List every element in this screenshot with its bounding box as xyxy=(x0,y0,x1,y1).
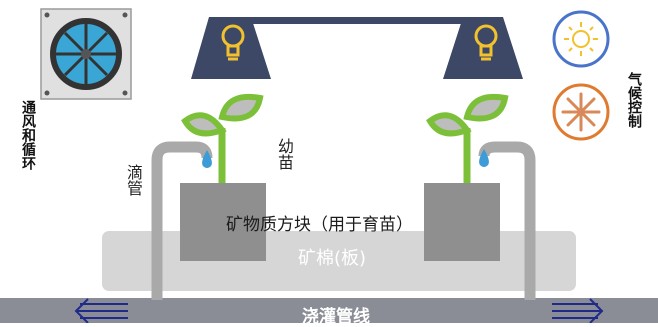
mineral-block-right xyxy=(424,183,500,261)
seedling-icon xyxy=(181,93,264,183)
irrigation-pipe-label: 浇灌管线 xyxy=(302,307,370,327)
grow-light-icon xyxy=(191,17,271,79)
climate-control-label: 气候控制 xyxy=(626,72,642,128)
fan-icon xyxy=(40,8,132,100)
mineral-block-label: 矿物质方块（用于育苗） xyxy=(226,215,413,235)
ventilation-label: 通风和循环 xyxy=(20,100,36,170)
water-drop-icon xyxy=(202,150,212,168)
light-bar xyxy=(235,17,497,24)
flow-arrow-icon xyxy=(552,298,604,323)
rockwool-slab-label: 矿棉(板) xyxy=(298,248,367,269)
flow-arrow-icon xyxy=(74,298,128,323)
drip-tube-label: 滴管 xyxy=(124,164,143,196)
seedling-icon xyxy=(426,93,509,183)
seedling-label: 幼苗 xyxy=(275,138,294,170)
water-drop-icon xyxy=(479,149,489,167)
mineral-block-left xyxy=(180,183,266,261)
sun-icon xyxy=(552,10,610,68)
drip-tube-right xyxy=(478,141,536,300)
snowflake-icon xyxy=(552,83,610,141)
drip-tube-left xyxy=(151,141,213,300)
grow-light-icon xyxy=(443,17,523,79)
